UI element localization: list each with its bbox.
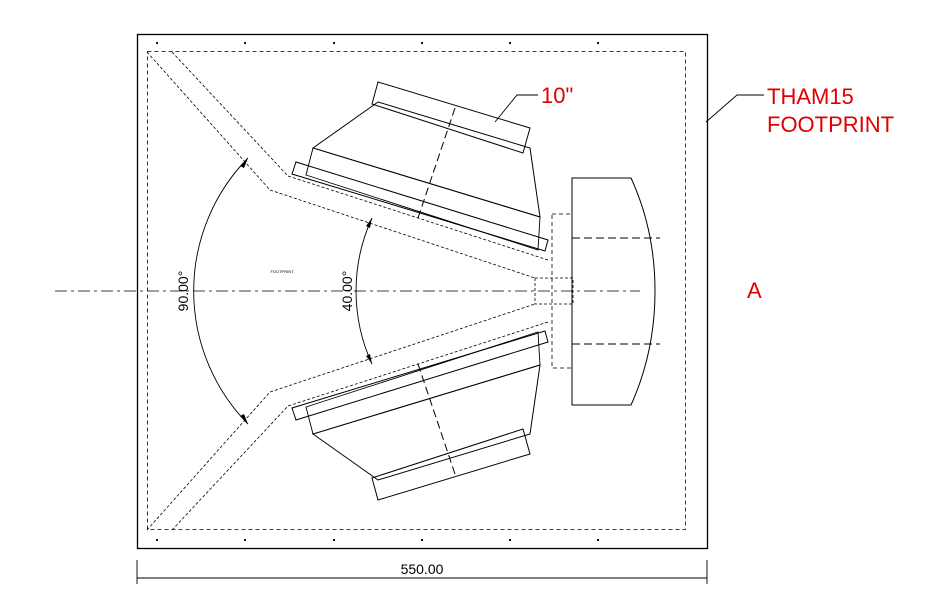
horn-walls	[146, 51, 549, 531]
inner-angle-dimension: 40.00°	[339, 271, 355, 312]
footprint-callout-line1: THAM15	[767, 84, 854, 109]
rear-chamber	[551, 177, 660, 406]
lower-driver	[291, 330, 549, 501]
angle-arcs	[193, 157, 373, 425]
enclosure-outline	[136, 33, 709, 550]
speaker-size-callout: 10"	[541, 83, 573, 108]
width-dimension-line	[136, 560, 708, 584]
upper-driver	[291, 81, 549, 252]
angle-arrows	[240, 158, 372, 424]
footprint-leader	[705, 94, 764, 123]
section-marker: A	[747, 278, 762, 303]
overall-width-dimension: 550.00	[401, 561, 444, 577]
horn-throat	[534, 277, 574, 305]
footprint-dashed-boundary	[147, 51, 686, 530]
speaker-size-leader	[494, 94, 538, 123]
footprint-callout-line2: FOOTPRINT	[767, 112, 894, 137]
outer-angle-dimension: 90.00°	[175, 271, 191, 312]
tiny-footprint-label: FOOTPRINT	[270, 269, 294, 274]
reference-ticks	[155, 41, 600, 542]
